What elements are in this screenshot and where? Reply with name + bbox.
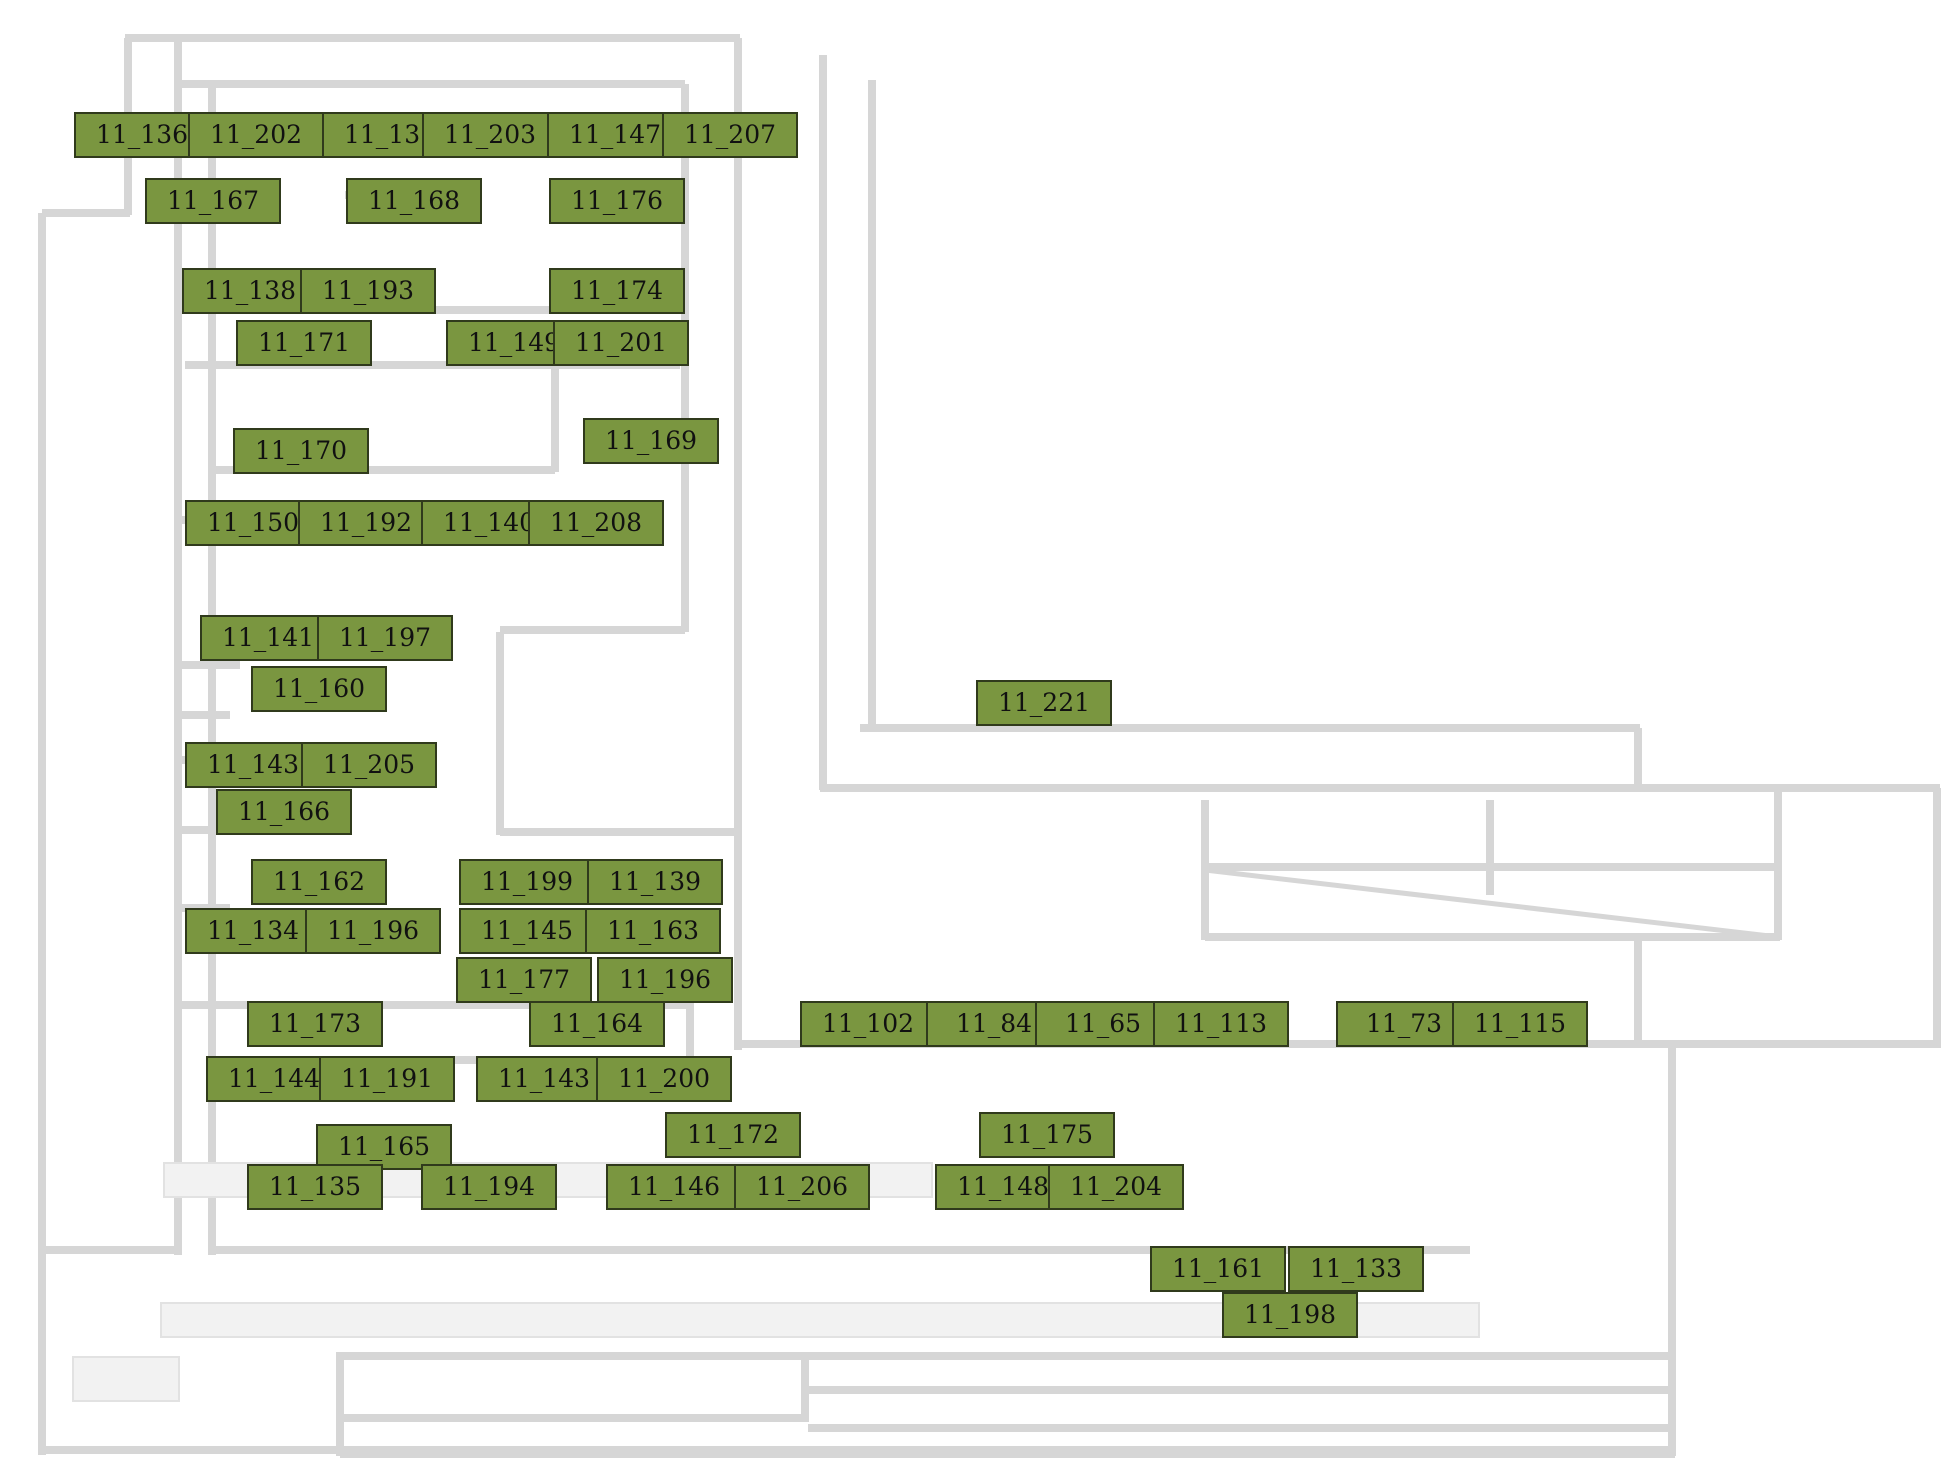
equipment-tag[interactable]: 11_192 xyxy=(298,500,434,546)
equipment-tag[interactable]: 11_115 xyxy=(1452,1001,1588,1047)
equipment-tag[interactable]: 11_164 xyxy=(529,1001,665,1047)
equipment-tag[interactable]: 11_193 xyxy=(300,268,436,314)
wall-vertical xyxy=(38,213,46,1455)
equipment-tag[interactable]: 11_143 xyxy=(476,1056,612,1102)
equipment-tag[interactable]: 11_165 xyxy=(316,1124,452,1170)
equipment-tag[interactable]: 11_139 xyxy=(587,859,723,905)
equipment-tag[interactable]: 11_168 xyxy=(346,178,482,224)
wall-horizontal xyxy=(180,711,230,719)
wall-horizontal xyxy=(125,34,740,42)
wall-vertical xyxy=(1634,940,1642,1048)
equipment-tag[interactable]: 11_202 xyxy=(188,112,324,158)
equipment-tag[interactable]: 11_207 xyxy=(662,112,798,158)
wall-vertical xyxy=(174,42,182,1255)
wall-horizontal xyxy=(430,306,555,314)
wall-horizontal xyxy=(212,1246,1470,1254)
equipment-tag[interactable]: 11_133 xyxy=(1288,1246,1424,1292)
equipment-tag[interactable]: 11_203 xyxy=(422,112,558,158)
equipment-tag[interactable]: 11_113 xyxy=(1153,1001,1289,1047)
equipment-tag[interactable]: 11_200 xyxy=(596,1056,732,1102)
equipment-tag[interactable]: 11_172 xyxy=(665,1112,801,1158)
equipment-tag[interactable]: 11_196 xyxy=(597,957,733,1003)
equipment-tag[interactable]: 11_166 xyxy=(216,789,352,835)
wall-horizontal xyxy=(500,626,685,634)
wall-vertical xyxy=(1668,1044,1676,1456)
wall-vertical xyxy=(551,360,559,472)
wall-horizontal xyxy=(42,1446,1675,1454)
wall-horizontal xyxy=(340,1352,1675,1360)
equipment-tag[interactable]: 11_147 xyxy=(547,112,683,158)
wall-vertical xyxy=(686,1000,694,1060)
equipment-tag[interactable]: 11_167 xyxy=(145,178,281,224)
equipment-tag[interactable]: 11_138 xyxy=(182,268,318,314)
wall-horizontal xyxy=(185,361,680,369)
equipment-tag[interactable]: 11_174 xyxy=(549,268,685,314)
wall-vertical xyxy=(801,1352,809,1422)
equipment-tag[interactable]: 11_221 xyxy=(976,680,1112,726)
equipment-tag[interactable]: 11_204 xyxy=(1048,1164,1184,1210)
wall-vertical xyxy=(1933,788,1941,1048)
equipment-tag[interactable]: 11_136 xyxy=(74,112,210,158)
equipment-tag[interactable]: 11_65 xyxy=(1035,1001,1171,1047)
equipment-tag[interactable]: 11_73 xyxy=(1336,1001,1472,1047)
equipment-tag[interactable]: 11_176 xyxy=(549,178,685,224)
wall-horizontal xyxy=(180,1001,690,1009)
wall-horizontal xyxy=(210,466,555,474)
wall-horizontal xyxy=(808,1424,1675,1432)
wall-horizontal xyxy=(820,784,1940,792)
wall-vertical xyxy=(336,1352,344,1456)
equipment-tag[interactable]: 11_196 xyxy=(305,908,441,954)
equipment-tag[interactable]: 11_162 xyxy=(251,859,387,905)
wall-vertical xyxy=(868,80,876,730)
equipment-tag[interactable]: 11_135 xyxy=(247,1164,383,1210)
equipment-tag[interactable]: 11_170 xyxy=(233,428,369,474)
equipment-tag[interactable]: 11_173 xyxy=(247,1001,383,1047)
equipment-tag[interactable]: 11_208 xyxy=(528,500,664,546)
equipment-tag[interactable]: 11_194 xyxy=(421,1164,557,1210)
wall-horizontal xyxy=(1205,933,1780,941)
wall-horizontal xyxy=(42,1246,178,1254)
wall-horizontal xyxy=(180,80,685,88)
equipment-tag[interactable]: 11_191 xyxy=(319,1056,455,1102)
wall-vertical xyxy=(734,38,742,1050)
equipment-tag[interactable]: 11_146 xyxy=(606,1164,742,1210)
equipment-tag[interactable]: 11_169 xyxy=(583,418,719,464)
equipment-tag[interactable]: 11_163 xyxy=(585,908,721,954)
equipment-tag[interactable]: 11_171 xyxy=(236,320,372,366)
wall-horizontal xyxy=(808,1386,1675,1394)
wall-horizontal xyxy=(860,724,1640,732)
equipment-tag[interactable]: 11_161 xyxy=(1150,1246,1286,1292)
wall-vertical xyxy=(1774,790,1782,940)
floor-strip xyxy=(72,1356,180,1402)
wall-vertical xyxy=(1634,728,1642,790)
equipment-tag[interactable]: 11_143 xyxy=(185,742,321,788)
equipment-tag[interactable]: 11_197 xyxy=(317,615,453,661)
equipment-tag[interactable]: 11_175 xyxy=(979,1112,1115,1158)
wall-horizontal xyxy=(340,1450,1675,1458)
wall-vertical xyxy=(208,84,216,1255)
wall-horizontal xyxy=(42,209,130,217)
equipment-tag[interactable]: 11_141 xyxy=(200,615,336,661)
equipment-tag[interactable]: 11_102 xyxy=(800,1001,936,1047)
equipment-tag[interactable]: 11_199 xyxy=(459,859,595,905)
wall-vertical xyxy=(1201,800,1209,940)
equipment-tag[interactable]: 11_134 xyxy=(185,908,321,954)
equipment-tag[interactable]: 11_177 xyxy=(456,957,592,1003)
wall-horizontal xyxy=(500,828,740,836)
wall-horizontal xyxy=(180,826,230,834)
equipment-tag[interactable]: 11_160 xyxy=(251,666,387,712)
wall-horizontal xyxy=(340,1414,808,1422)
equipment-tag[interactable]: 11_206 xyxy=(734,1164,870,1210)
equipment-tag[interactable]: 11_198 xyxy=(1222,1292,1358,1338)
wall-vertical xyxy=(496,632,504,835)
equipment-tag[interactable]: 11_145 xyxy=(459,908,595,954)
wall-vertical xyxy=(1486,800,1494,895)
equipment-tag[interactable]: 11_205 xyxy=(301,742,437,788)
wall-vertical xyxy=(819,55,827,790)
equipment-tag[interactable]: 11_201 xyxy=(553,320,689,366)
